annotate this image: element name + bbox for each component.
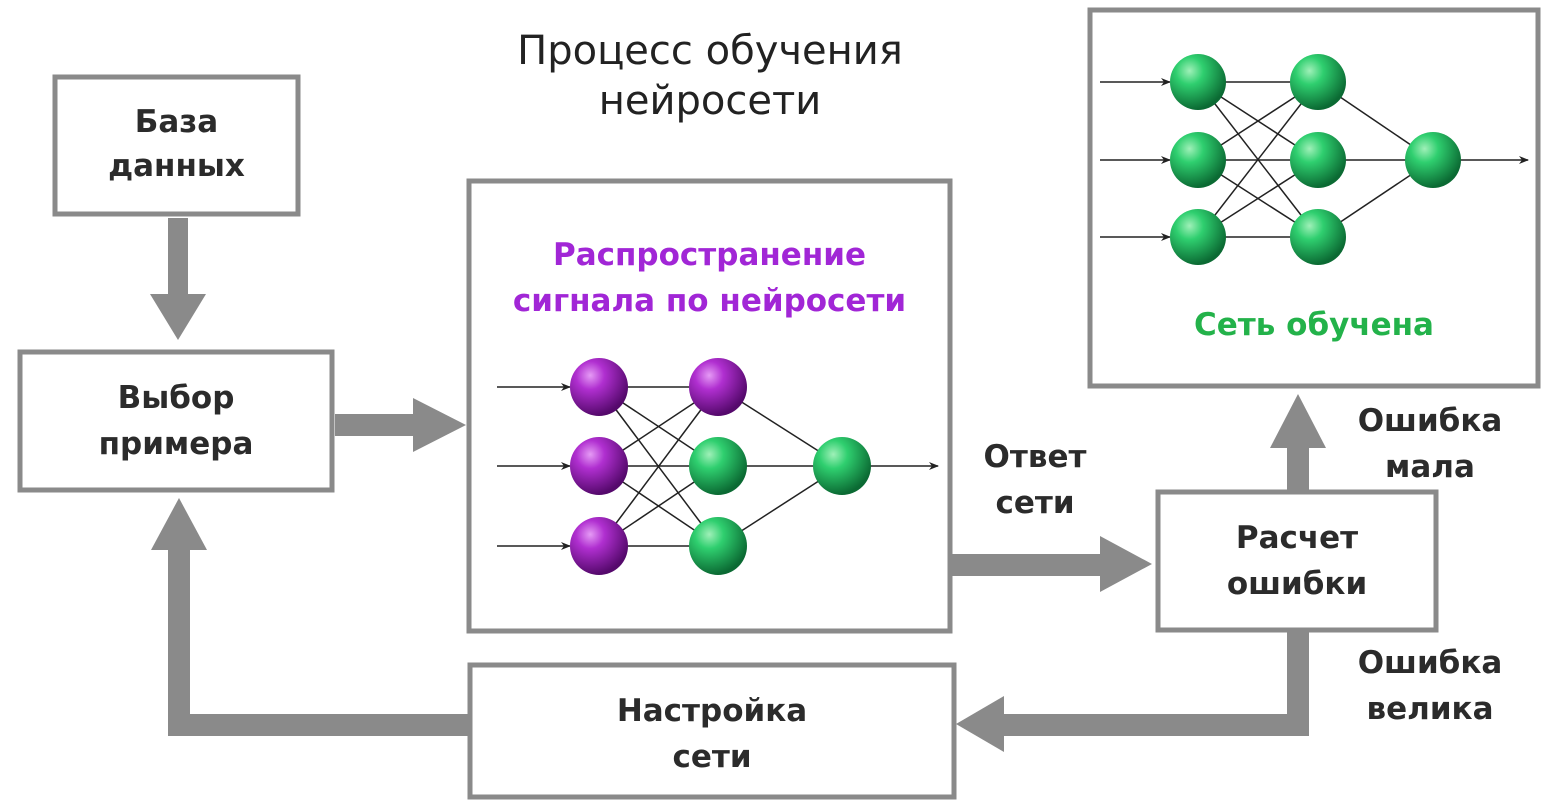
select-sample-box (17, 349, 335, 493)
arrow-select-to-propagation (335, 398, 466, 452)
title-line-1: Процесс обучения (517, 28, 903, 74)
title-line-2: нейросети (598, 78, 822, 124)
neuron-green (689, 437, 747, 495)
page-title: Процесс обучения нейросети (440, 26, 980, 126)
flow-arrows (150, 218, 1326, 752)
neuron-purple (570, 437, 628, 495)
neuron-green (1405, 132, 1461, 188)
neuron-purple (689, 358, 747, 416)
neuron-green (813, 437, 871, 495)
neuron-green (1290, 132, 1346, 188)
neuron-green (1290, 54, 1346, 110)
trained-neurons (1170, 54, 1461, 265)
select-sample-label: Выбор примера (98, 380, 254, 462)
arrow-database-to-select (150, 218, 206, 340)
neuron-green (1170, 54, 1226, 110)
database-box (52, 74, 301, 217)
tune-net-box (467, 662, 957, 800)
neuron-green (1170, 209, 1226, 265)
net-answer-label: Ответ сети (983, 439, 1087, 521)
error-calc-label: Расчет ошибки (1226, 520, 1368, 602)
arrow-tune-to-select (151, 498, 470, 736)
neuron-purple (570, 517, 628, 575)
neuron-green (1290, 209, 1346, 265)
error-large-label: Ошибка велика (1357, 645, 1503, 727)
neuron-green (1170, 132, 1226, 188)
propagation-neurons (570, 358, 871, 575)
arrow-propagation-to-error (952, 536, 1152, 592)
tune-net-label: Настройка сети (616, 693, 808, 775)
propagation-label: Распространение сигнала по нейросети (512, 237, 907, 319)
trained-label: Сеть обучена (1194, 307, 1434, 343)
arrow-error-to-tune (956, 630, 1309, 752)
error-calc-box (1155, 489, 1439, 633)
neuron-purple (570, 358, 628, 416)
error-small-label: Ошибка мала (1357, 403, 1503, 485)
arrow-error-to-trained (1270, 394, 1326, 492)
database-label: База данных (108, 104, 245, 184)
neuron-green (689, 517, 747, 575)
